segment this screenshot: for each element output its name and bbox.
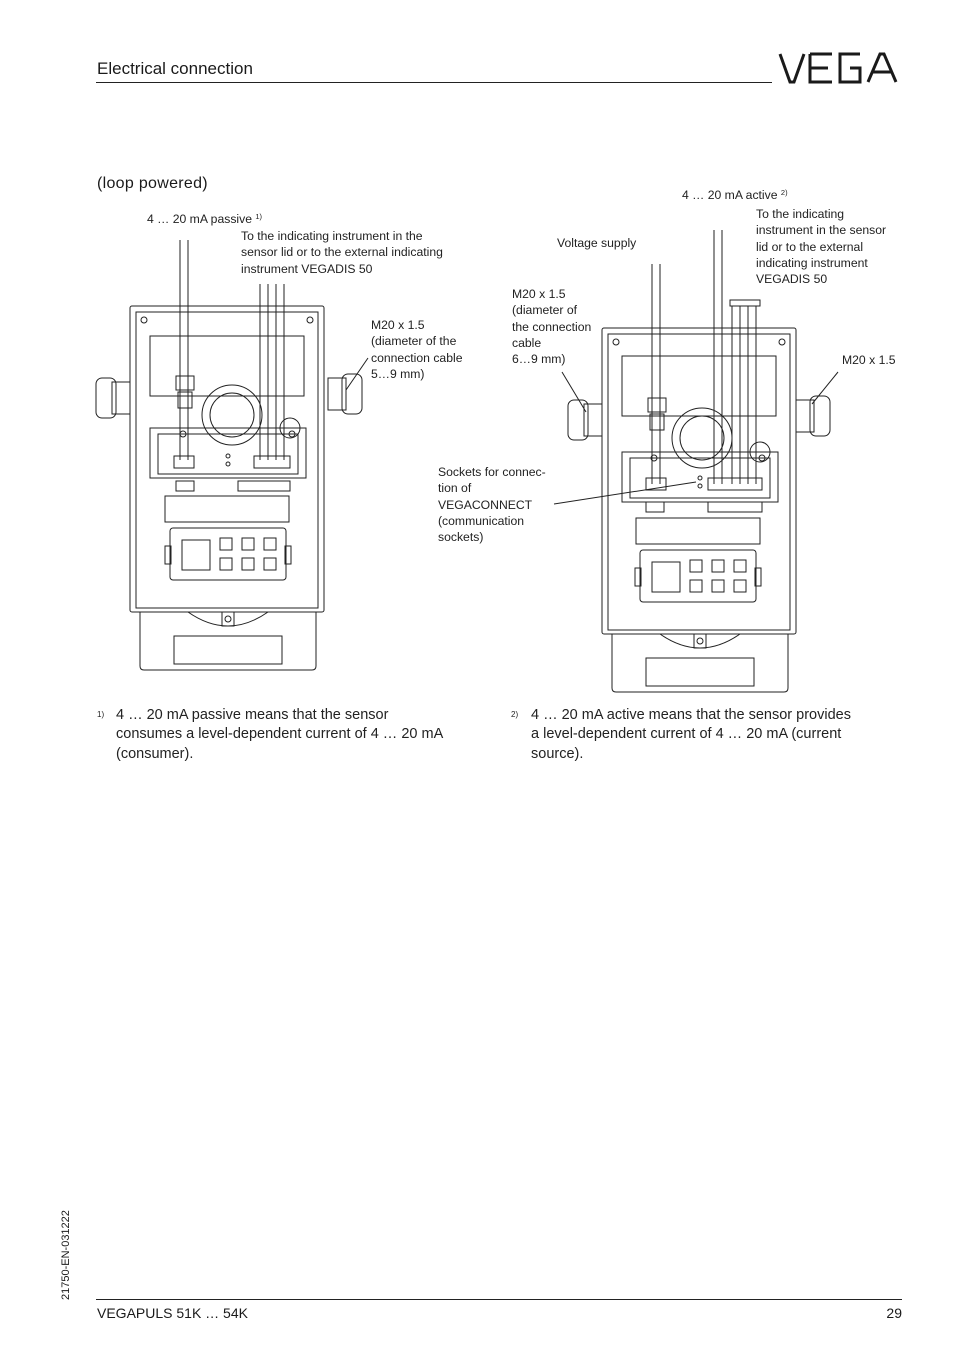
- page-number: 29: [886, 1305, 902, 1321]
- header-rule: [96, 82, 772, 83]
- document-id: 21750-EN-031222: [60, 1210, 72, 1300]
- right-housing-drawing: [567, 230, 831, 693]
- left-signal-label: 4 … 20 mA passive 1): [147, 212, 263, 226]
- right-indicator-label: To the indicating instrument in the sens…: [756, 207, 887, 287]
- footer-rule: [96, 1299, 902, 1300]
- footnote-1-mark: 1): [97, 710, 105, 719]
- left-gland-label: M20 x 1.5 (diameter of the connection ca…: [371, 318, 463, 381]
- footnote-2-text: 4 … 20 mA active means that the sensor p…: [531, 707, 851, 762]
- left-housing-drawing: [95, 240, 363, 671]
- footnote-2-mark: 2): [511, 710, 519, 719]
- sockets-label: Sockets for connec- tion of VEGACONNECT …: [438, 465, 546, 545]
- footer-product: VEGAPULS 51K … 54K: [97, 1305, 248, 1321]
- header-title: Electrical connection: [97, 59, 253, 78]
- right-gland-right-label: M20 x 1.5: [842, 353, 896, 367]
- section-title: (loop powered): [97, 175, 208, 192]
- footnote-1-text: 4 … 20 mA passive means that the sensor …: [116, 707, 444, 762]
- voltage-supply-label: Voltage supply: [557, 236, 637, 250]
- wiring-diagrams: [95, 230, 839, 693]
- vega-logo: [778, 52, 898, 84]
- right-gland-left-label: M20 x 1.5 (diameter of the connection ca…: [512, 287, 592, 367]
- right-signal-label: 4 … 20 mA active 2): [682, 188, 788, 202]
- left-indicator-label: To the indicating instrument in the sens…: [241, 229, 443, 276]
